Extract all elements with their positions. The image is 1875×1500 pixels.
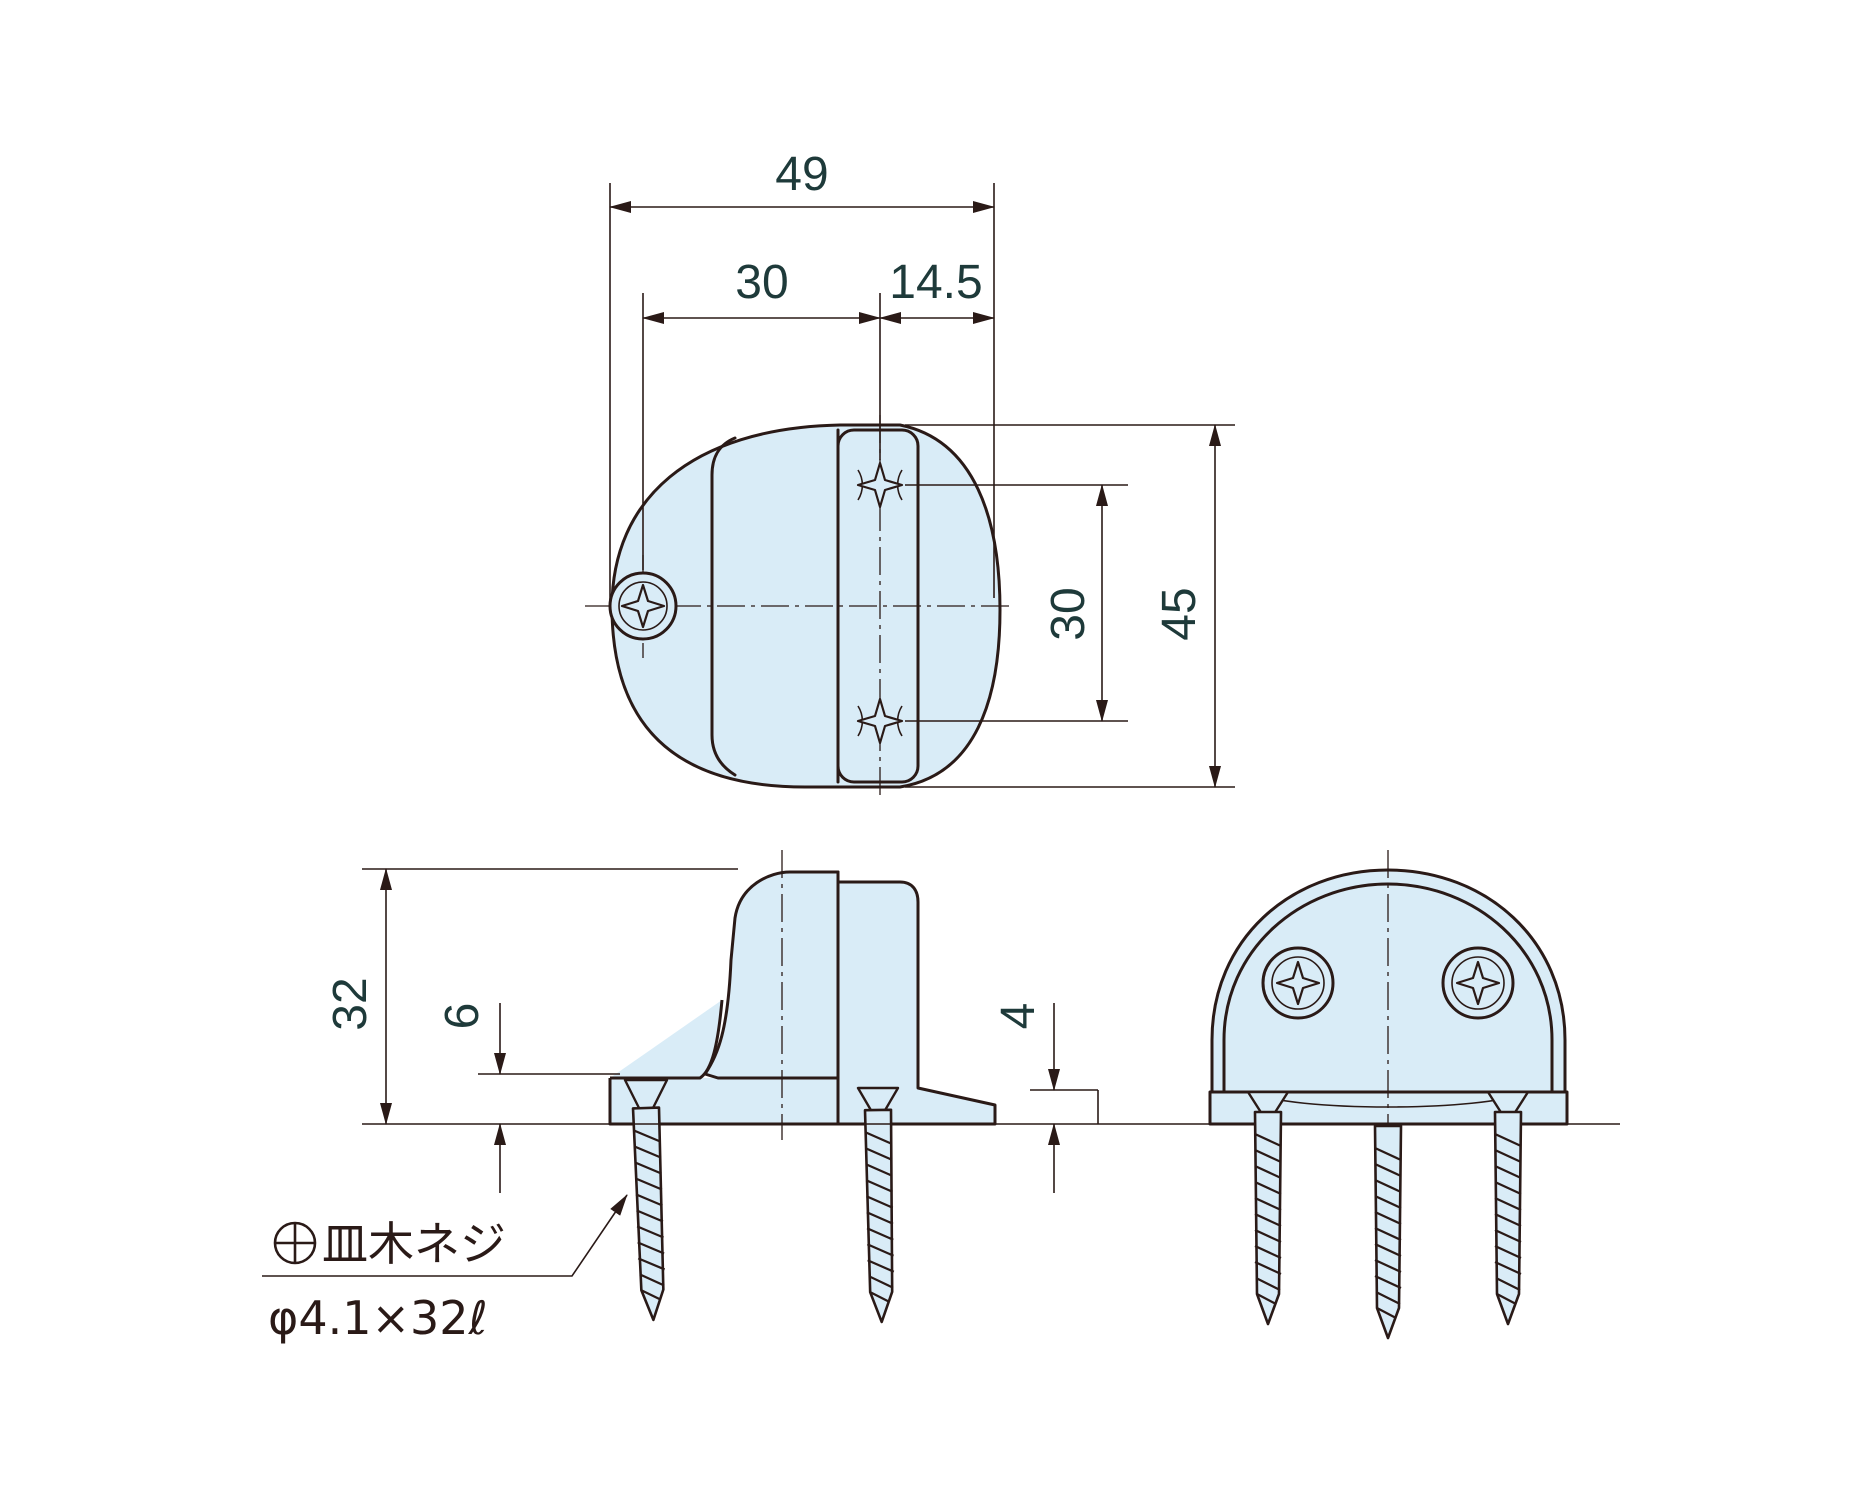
dim-text-6: 6 [436, 1003, 489, 1030]
front-screw-shaft-right-icon [1486, 1090, 1530, 1326]
screw-note-leader [262, 1194, 628, 1277]
top-ridge-line [710, 436, 737, 777]
screw-head-lower-icon [856, 697, 904, 745]
side-view: 32 6 4 皿木ネジ φ4.1×32ℓ [262, 850, 1620, 1345]
phillips-head-icon [273, 1221, 317, 1265]
side-screw-left-icon [623, 1078, 669, 1322]
screw-note-line1: 皿木ネジ [322, 1217, 506, 1271]
side-screw-right-icon [856, 1086, 900, 1324]
front-screw-right-icon [1441, 946, 1515, 1020]
screw-note-line2: φ4.1×32ℓ [268, 1291, 488, 1345]
dim-text-14-5: 14.5 [889, 256, 982, 309]
dim-text-49: 49 [775, 148, 828, 201]
dim-text-30-vertical: 30 [1042, 587, 1095, 640]
dim-text-45: 45 [1153, 587, 1206, 640]
screw-head-upper-icon [856, 461, 904, 509]
front-screw-left-icon [1261, 946, 1335, 1020]
side-front-lip [836, 880, 997, 1126]
front-screw-shaft-center-icon [1373, 1124, 1403, 1340]
dim-text-32: 32 [324, 977, 377, 1030]
dim-text-4: 4 [992, 1003, 1045, 1030]
screw-head-left-icon [608, 571, 678, 641]
top-view: 49 30 14.5 30 45 [585, 148, 1235, 795]
front-view [1208, 850, 1569, 1340]
dim-text-30-horizontal: 30 [735, 256, 788, 309]
front-screw-shaft-left-icon [1246, 1090, 1290, 1326]
